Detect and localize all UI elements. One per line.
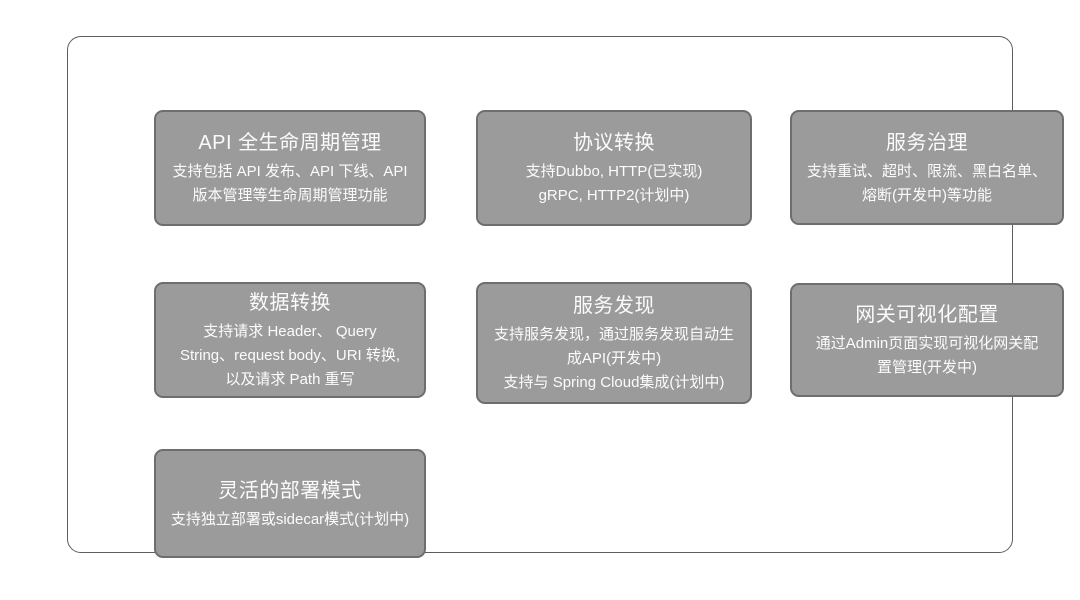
card-body: 支持包括 API 发布、API 下线、API 版本管理等生命周期管理功能 (172, 160, 407, 208)
card-title: 服务治理 (886, 131, 968, 154)
feature-card-service-governance: 服务治理 支持重试、超时、限流、黑白名单、 熔断(开发中)等功能 (790, 110, 1064, 225)
card-title: 灵活的部署模式 (218, 479, 362, 502)
card-body-line: 以及请求 Path 重写 (225, 371, 355, 388)
feature-card-api-lifecycle: API 全生命周期管理 支持包括 API 发布、API 下线、API 版本管理等… (154, 110, 426, 226)
feature-card-gateway-visual-config: 网关可视化配置 通过Admin页面实现可视化网关配 置管理(开发中) (790, 283, 1064, 397)
feature-card-data-transform: 数据转换 支持请求 Header、 Query String、request b… (154, 282, 426, 398)
card-body: 支持独立部署或sidecar模式(计划中) (171, 508, 409, 532)
card-body: 支持请求 Header、 Query String、request body、U… (180, 320, 400, 392)
feature-card-flexible-deployment: 灵活的部署模式 支持独立部署或sidecar模式(计划中) (154, 449, 426, 558)
card-body: 支持Dubbo, HTTP(已实现) gRPC, HTTP2(计划中) (526, 160, 703, 208)
card-body-line: 熔断(开发中)等功能 (861, 186, 992, 204)
card-title: 协议转换 (573, 132, 655, 154)
card-body-line: 支持重试、超时、限流、黑白名单、 (806, 162, 1047, 180)
card-body-line: 版本管理等生命周期管理功能 (192, 187, 388, 204)
card-body: 通过Admin页面实现可视化网关配 置管理(开发中) (816, 332, 1039, 380)
card-body-line: 通过Admin页面实现可视化网关配 (815, 335, 1039, 352)
card-body-line: 支持与 Spring Cloud集成(计划中) (503, 374, 725, 391)
card-body-line: 支持Dubbo, HTTP(已实现) (525, 163, 703, 180)
card-body: 支持服务发现，通过服务发现自动生 成API(开发中) 支持与 Spring Cl… (494, 323, 734, 395)
card-body-line: 支持包括 API 发布、API 下线、API (172, 163, 408, 180)
diagram-frame: API 全生命周期管理 支持包括 API 发布、API 下线、API 版本管理等… (67, 36, 1064, 558)
card-title: 服务发现 (573, 295, 655, 317)
feature-card-protocol-conversion: 协议转换 支持Dubbo, HTTP(已实现) gRPC, HTTP2(计划中) (476, 110, 752, 226)
card-body-line: String、request body、URI 转换, (179, 347, 401, 364)
card-title: 网关可视化配置 (855, 304, 999, 326)
card-body-line: 支持请求 Header、 Query (203, 323, 377, 340)
card-body-line: 支持服务发现，通过服务发现自动生 (493, 326, 734, 343)
card-title: API 全生命周期管理 (198, 132, 382, 154)
card-title: 数据转换 (249, 292, 331, 314)
card-body-line: 成API(开发中) (566, 350, 662, 367)
card-body-line: 支持独立部署或sidecar模式(计划中) (170, 510, 410, 528)
card-body: 支持重试、超时、限流、黑白名单、 熔断(开发中)等功能 (807, 160, 1047, 208)
card-body-line: gRPC, HTTP2(计划中) (538, 187, 690, 204)
card-body-line: 置管理(开发中) (877, 359, 977, 376)
feature-card-service-discovery: 服务发现 支持服务发现，通过服务发现自动生 成API(开发中) 支持与 Spri… (476, 282, 752, 404)
